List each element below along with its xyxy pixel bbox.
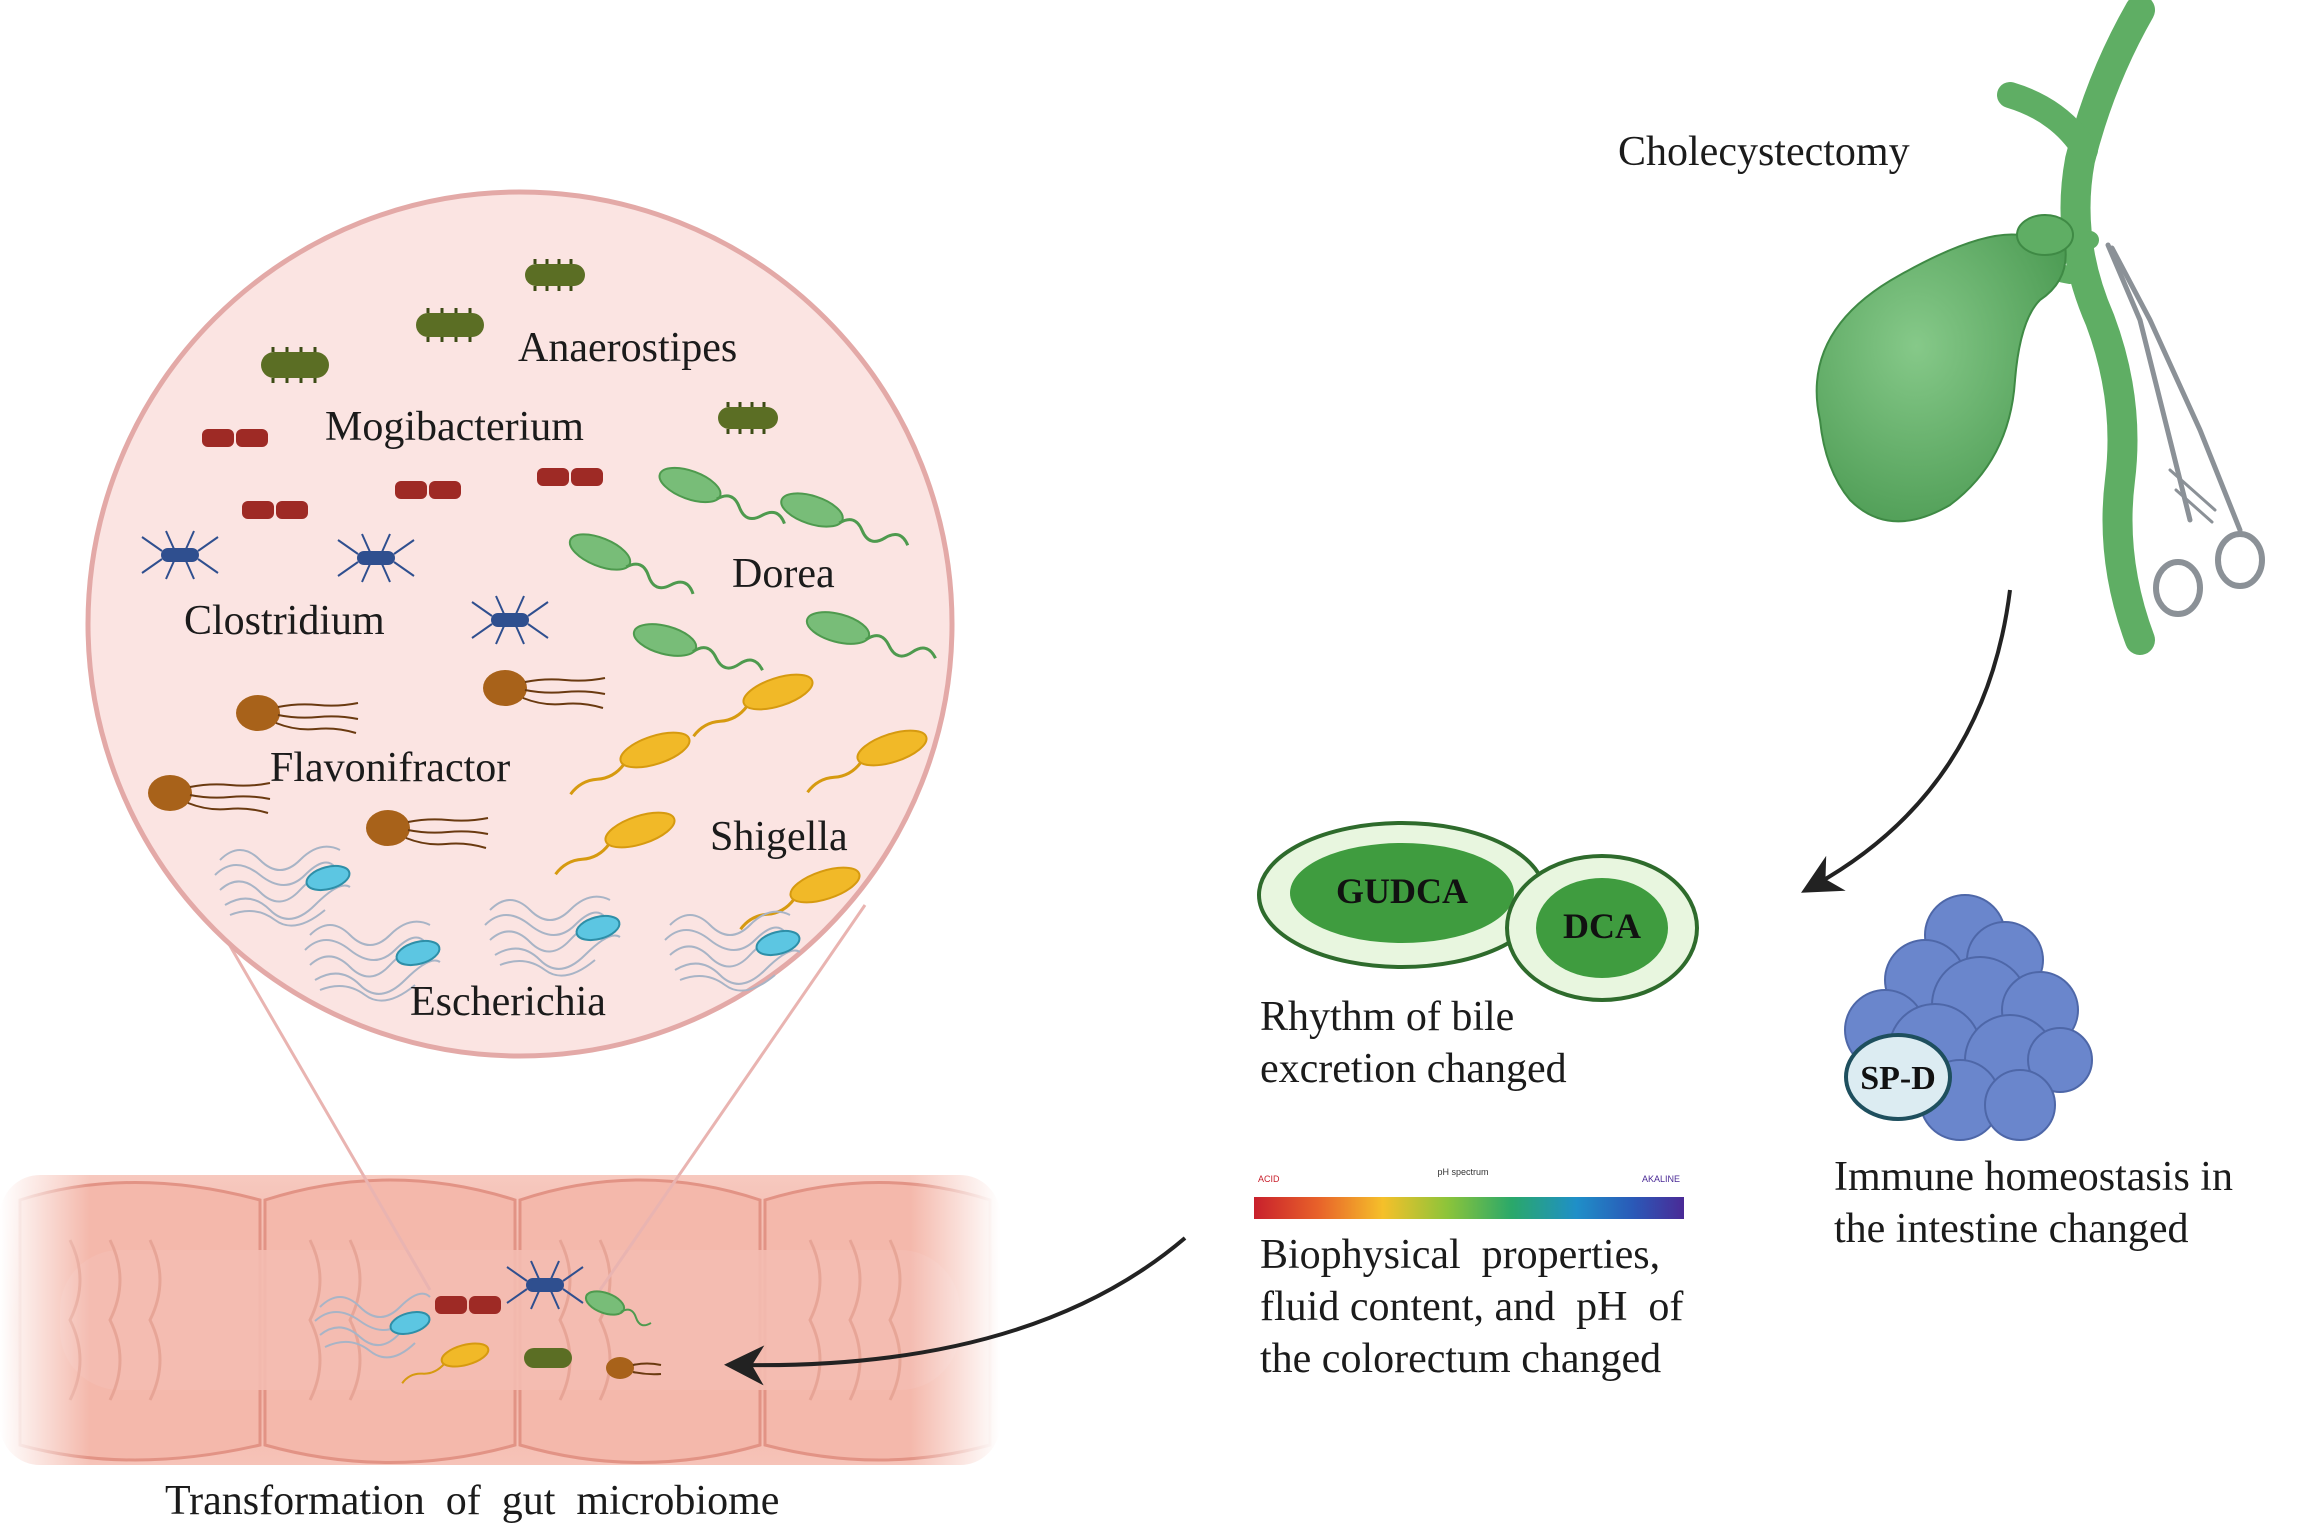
- bacteria-label-clostridium: Clostridium: [184, 598, 385, 644]
- bacteria-label-anaerostipes: Anaerostipes: [518, 325, 737, 371]
- bacteria-label-shigella: Shigella: [710, 814, 848, 860]
- clostridium-cells: [141, 530, 549, 645]
- surgical-clamp-icon: [2105, 242, 2265, 617]
- gudca-label: GUDCA: [1336, 871, 1468, 911]
- magnifier-connectors: [213, 904, 867, 1291]
- mogibacterium-cells: [202, 429, 603, 519]
- bacteria-label-dorea: Dorea: [732, 551, 835, 597]
- bile-rhythm-line-1: Rhythm of bile: [1260, 994, 1514, 1040]
- ph-acid-label: ACID: [1258, 1174, 1280, 1184]
- biophysical-line-2: fluid content, and pH of: [1260, 1284, 1683, 1330]
- bile-acid-icons: [1257, 821, 1699, 1002]
- dorea-cells: [568, 466, 937, 671]
- bile-rhythm-line-2: excretion changed: [1260, 1046, 1567, 1092]
- protein-icon: [1844, 894, 2093, 1141]
- sp-d-label: SP-D: [1860, 1060, 1936, 1097]
- dca-label: DCA: [1563, 906, 1641, 946]
- bacteria-label-mogibacterium: Mogibacterium: [325, 404, 584, 450]
- escherichia-cells: [214, 845, 801, 1002]
- gallbladder-icon: [1815, 0, 2155, 655]
- bacteria-label-flavonifractor: Flavonifractor: [270, 745, 510, 791]
- immune-line-2: the intestine changed: [1834, 1206, 2189, 1252]
- colon-icon: [0, 1160, 1000, 1480]
- arrow-to-colon-icon: [724, 1236, 1187, 1386]
- ph-alkaline-label: AKALINE: [1642, 1174, 1680, 1184]
- bacteria-label-escherichia: Escherichia: [410, 979, 606, 1025]
- cholecystectomy-label: Cholecystectomy: [1618, 129, 1910, 175]
- gut-caption: Transformation of gut microbiome: [165, 1478, 779, 1524]
- biophysical-line-3: the colorectum changed: [1260, 1336, 1661, 1382]
- ph-spectrum-bar: [1254, 1197, 1684, 1219]
- flavonifractor-cells: [148, 670, 606, 849]
- colon-bacteria: [314, 1260, 662, 1384]
- ph-spectrum-title: pH spectrum: [1437, 1167, 1488, 1177]
- immune-line-1: Immune homeostasis in: [1834, 1154, 2233, 1200]
- biophysical-line-1: Biophysical properties,: [1260, 1232, 1660, 1278]
- anaerostipes-cells: [261, 259, 778, 434]
- arrow-icon: [1801, 589, 2012, 893]
- sp-d-badge: [1844, 1033, 1952, 1121]
